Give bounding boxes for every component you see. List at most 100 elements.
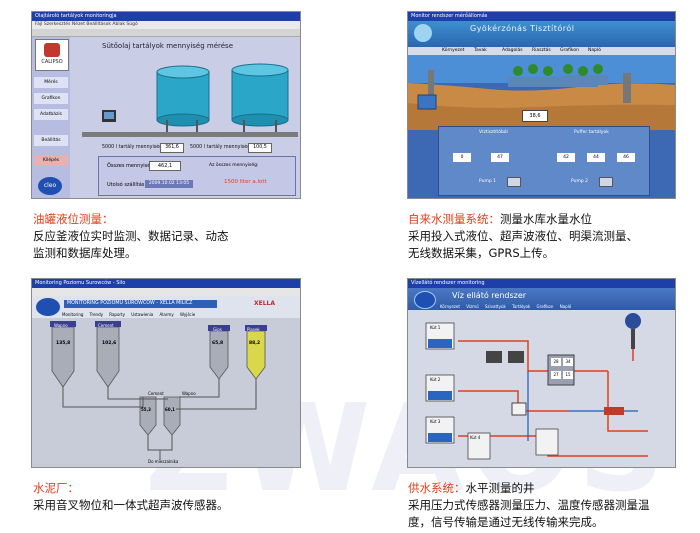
logo-text: CALIPSO	[41, 59, 63, 65]
cement-screenshot: Monitoring Poziomu Surowców - Silo MONIT…	[31, 278, 301, 468]
pump-1-label: Pump 1	[479, 179, 497, 184]
reading-4: 46	[617, 153, 635, 162]
page-title: Víz ellátó rendszer	[452, 291, 527, 300]
header-bar: Víz ellátó rendszer	[408, 288, 675, 310]
data-panel: Víztisztítóból Puffer tartályok 0 47 42 …	[438, 126, 650, 196]
caption-cement-body: 采用音叉物位和一体式超声波传感器。	[33, 498, 229, 512]
tank-2	[231, 69, 289, 121]
tank1-value: 361,6	[160, 143, 184, 153]
silo-2	[163, 396, 181, 436]
reading-1: 47	[491, 153, 509, 162]
nav-environment[interactable]: Környezet	[440, 304, 460, 309]
header-bar: MONITORING POZIOMU SUROWCÓW - XELLA MILI…	[32, 296, 300, 318]
pump-2-toggle[interactable]	[599, 177, 613, 187]
last-delivery-label: Utolsó szállítás:	[107, 182, 147, 188]
caption-cement: 水泥厂： 采用音叉物位和一体式超声波传感器。	[33, 480, 333, 514]
tank1-label: 5000 l tartály mennyisége:	[102, 145, 167, 150]
section-label-2: Puffer tartályok	[574, 130, 609, 135]
cement-flow-label: Cement	[148, 391, 164, 396]
logo-icon	[414, 291, 436, 309]
pump-2-label: Pump 2	[571, 179, 589, 184]
silo-diagram	[32, 319, 300, 467]
caption-water-line2: 无线数据采集，GPRS上传。	[408, 246, 555, 260]
nav-ponds[interactable]: Tavak	[474, 48, 487, 53]
nav-trends[interactable]: Trendy	[89, 312, 103, 317]
nav-monitoring[interactable]: Monitoring	[62, 312, 84, 317]
total-label: Összes mennyiség:	[107, 163, 156, 169]
tile-3: 27	[551, 371, 561, 379]
caption-supply-title-rest: 水平测量的井	[465, 481, 535, 495]
tank-1	[156, 71, 210, 121]
level-reading: 38,6	[522, 110, 548, 122]
caption-oil-body: 反应釜液位实时监测、数据记录、动态监测和数据库处理。	[33, 229, 229, 260]
nav-pumps[interactable]: Szivattyúk	[484, 304, 506, 309]
well-3-label: Kút 3	[430, 419, 441, 424]
nav-dosing[interactable]: Adagolás	[502, 48, 523, 53]
caption-supply: 供水系统：水平测量的井 采用压力式传感器测量压力、温度传感器测量温 度，信号传输…	[408, 480, 698, 531]
reading-3: 44	[587, 153, 605, 162]
total-value: 462,1	[149, 161, 181, 171]
nav-item-exit[interactable]: Kilépés	[34, 155, 68, 166]
nav-environment[interactable]: Környezet	[442, 48, 465, 53]
supply-diagram	[408, 311, 675, 467]
logo-icon	[36, 298, 60, 316]
nav-waterworks[interactable]: Vízmű	[466, 304, 479, 309]
nav-item-settings[interactable]: Beállítás	[34, 135, 68, 146]
silo-wapno-label: Wapno	[54, 323, 68, 328]
tile-4: 15	[563, 371, 573, 379]
summary-box: Összes mennyiség: 462,1 Az összes mennyi…	[98, 156, 296, 196]
pump-1-toggle[interactable]	[507, 177, 521, 187]
nav-item-graph[interactable]: Grafikon	[34, 93, 68, 104]
logo-icon	[44, 43, 60, 57]
left-sidebar: CALIPSO Mérés Grafikon Adatbázis Beállít…	[32, 37, 70, 198]
silo-cement-label: Cement	[98, 323, 114, 328]
nav-log[interactable]: Napló	[588, 48, 601, 53]
mixer-label: Do mieszalnika	[148, 459, 179, 464]
silo-1	[139, 396, 157, 436]
nav-item-measure[interactable]: Mérés	[34, 77, 68, 88]
tank2-label: 5000 l tartály mennyisége:	[190, 145, 255, 150]
nav-bar: Monitoring Trendy Raporty Ustawienia Ala…	[62, 311, 195, 318]
page-title: Sütőolaj tartályok mennyiség mérése	[102, 42, 234, 50]
nav-graph[interactable]: Grafikon	[536, 304, 554, 309]
caption-water-title-rest: 测量水库水量水位	[500, 212, 592, 226]
window-titlebar: Monitoring Poziomu Surowców - Silo	[32, 279, 300, 288]
brand-logo: XELLA	[254, 300, 276, 307]
window-titlebar: Vízellátó rendszer monitoring	[408, 279, 675, 288]
caption-supply-line1: 采用压力式传感器测量压力、温度传感器测量温	[408, 498, 650, 512]
silo-piasek-value: 88,2	[249, 341, 261, 346]
menu-bar[interactable]	[32, 288, 300, 296]
nav-log[interactable]: Napló	[559, 304, 572, 309]
oil-tank-screenshot: Olajtároló tartályok monitoringja Fájl S…	[31, 11, 301, 199]
caption-oil: 油罐液位测量： 反应釜液位实时监测、数据记录、动态监测和数据库处理。	[33, 211, 333, 262]
window-titlebar: Olajtároló tartályok monitoringja	[32, 12, 300, 21]
page-title: MONITORING POZIOMU SUROWCÓW - XELLA MILI…	[64, 300, 217, 308]
menu-bar[interactable]: Fájl Szerkesztés Nézet Beállítások Ablak…	[32, 21, 300, 29]
nav-settings[interactable]: Ustawienia	[131, 312, 154, 317]
nav-bar: Környezet Tavak Adagolás Riasztás Grafik…	[408, 47, 675, 55]
tile-2: 34	[563, 358, 573, 366]
order-value: 1500 liter a.lott	[224, 179, 267, 185]
water-screenshot: Monitor rendszer mérőállomás Gyökérzónás…	[407, 11, 676, 199]
nav-tanks[interactable]: Tartályok	[512, 304, 531, 309]
toolbar[interactable]	[32, 29, 300, 37]
nav-graph[interactable]: Grafikon	[560, 48, 579, 53]
nav-reports[interactable]: Raporty	[109, 312, 125, 317]
page-title: Gyökérzónás Tisztítóról	[470, 24, 575, 33]
tank2-value: 100,5	[248, 143, 272, 153]
nav-exit[interactable]: Wyjście	[179, 312, 196, 317]
caption-water-line1: 采用投入式液位、超声波液位、明渠流测量、	[408, 229, 638, 243]
window-titlebar: Monitor rendszer mérőállomás	[408, 12, 675, 21]
section-label-1: Víztisztítóból	[479, 130, 508, 135]
tile-1: 28	[551, 358, 561, 366]
caption-supply-line2: 度，信号传输是通过无线传输来完成。	[408, 515, 604, 529]
nav-alarms[interactable]: Alarmy	[159, 312, 174, 317]
last-delivery-value: 2009.10.02 13:05	[145, 180, 193, 188]
nav-item-database[interactable]: Adatbázis	[34, 109, 68, 120]
reading-0: 0	[453, 153, 471, 162]
silo-gips-label: Gips	[213, 327, 222, 332]
nav-alarm[interactable]: Riasztás	[532, 48, 551, 53]
well-2-label: Kút 2	[430, 377, 441, 382]
logo-icon	[414, 24, 432, 42]
silo-gips-value: 65,8	[212, 341, 224, 346]
